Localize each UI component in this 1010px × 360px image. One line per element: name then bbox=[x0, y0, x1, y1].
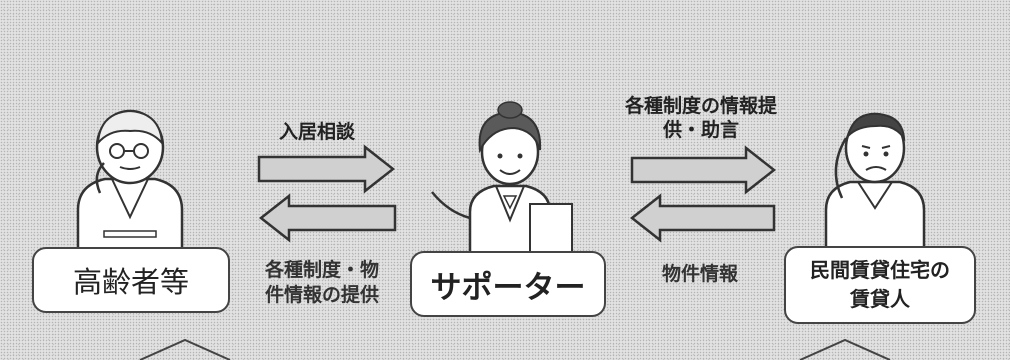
advice-label: 各種制度の情報提供・助言 bbox=[624, 95, 777, 141]
elderly-person-illustration bbox=[76, 109, 184, 252]
provide-info-arrow bbox=[258, 193, 397, 243]
consultation-arrow bbox=[257, 144, 396, 194]
supporter-box: サポーター bbox=[410, 251, 606, 317]
advice-arrow bbox=[630, 145, 777, 195]
provide-info-label: 各種制度・物件情報の提供 bbox=[264, 259, 379, 306]
elderly-box: 高齢者等 bbox=[32, 247, 230, 313]
landlord-illustration bbox=[824, 112, 926, 250]
property-info-label: 物件情報 bbox=[661, 263, 738, 285]
decorative-bottom-shapes bbox=[139, 338, 891, 360]
consultation-label: 入居相談 bbox=[278, 121, 355, 143]
property-info-arrow bbox=[629, 193, 776, 243]
landlord-box: 民間賃貸住宅の賃貸人 bbox=[784, 246, 976, 324]
supporter-illustration bbox=[431, 101, 573, 262]
